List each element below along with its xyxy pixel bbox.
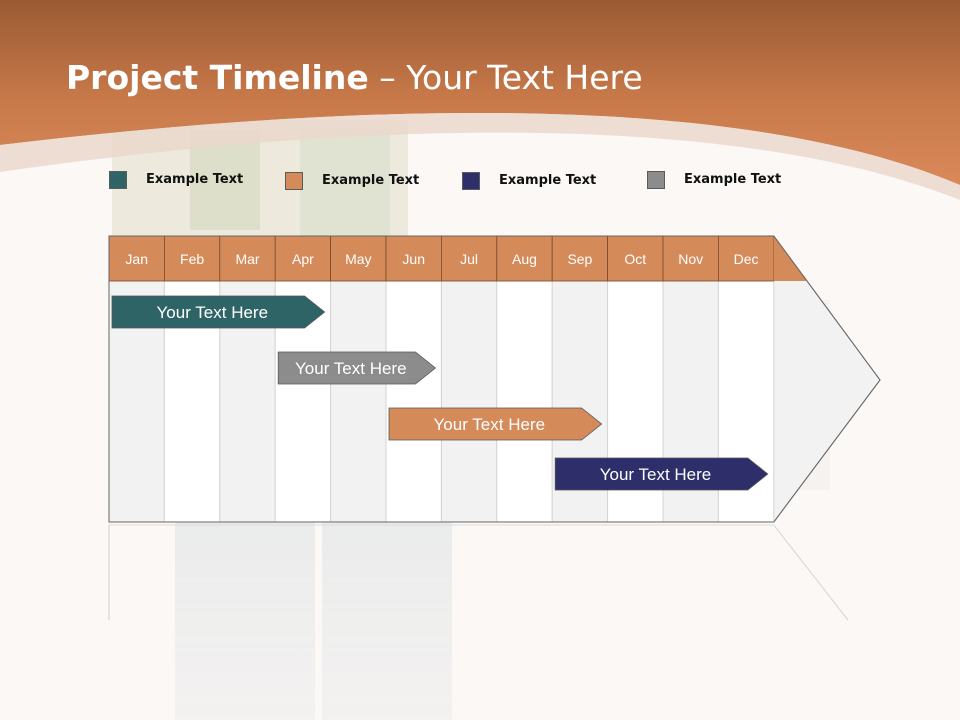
month-header-cell <box>108 235 165 282</box>
month-header-cell <box>219 235 276 282</box>
task-arrow <box>388 407 603 441</box>
month-label: Sep <box>567 251 592 267</box>
task-label: Your Text Here <box>295 359 407 378</box>
month-label: Jun <box>402 251 425 267</box>
legend-swatch <box>647 171 665 189</box>
timeline-outline <box>108 235 881 523</box>
header-swoosh <box>0 112 960 200</box>
month-column <box>496 280 553 523</box>
legend-label: Example Text <box>684 172 782 187</box>
month-header-cell <box>274 235 332 282</box>
month-header-cell <box>440 235 498 282</box>
page-title: Project Timeline – Your Text Here <box>66 58 643 97</box>
month-header-cell <box>163 235 221 282</box>
month-label: Jan <box>125 251 148 267</box>
title-rest: – Your Text Here <box>368 58 643 97</box>
month-column <box>330 280 387 523</box>
legend-swatch <box>462 172 480 190</box>
task-label: Your Text Here <box>434 415 546 434</box>
month-label: Apr <box>292 251 314 267</box>
task-label: Your Text Here <box>157 303 269 322</box>
month-label: May <box>345 251 371 267</box>
month-label: Aug <box>512 251 537 267</box>
month-header-cell <box>551 235 609 282</box>
task-arrow <box>111 295 326 329</box>
title-bold: Project Timeline <box>66 58 369 97</box>
month-header-cell <box>607 235 664 282</box>
month-header-cell <box>718 235 775 282</box>
month-header-cell <box>385 235 442 282</box>
month-header-cell <box>496 235 553 282</box>
month-label: Nov <box>678 251 703 267</box>
month-label: Feb <box>180 251 204 267</box>
month-label: Mar <box>235 251 259 267</box>
task-label: Your Text Here <box>600 465 712 484</box>
legend-label: Example Text <box>146 172 244 187</box>
month-header-cell <box>662 235 719 282</box>
legend-swatch <box>109 171 127 189</box>
task-arrow <box>554 457 769 491</box>
reflection-line-diagonal <box>773 524 849 621</box>
task-arrow <box>277 351 437 385</box>
legend-label: Example Text <box>499 173 597 188</box>
month-label: Jul <box>460 251 478 267</box>
header-band <box>0 0 960 185</box>
legend-swatch <box>285 172 303 190</box>
month-label: Dec <box>734 251 759 267</box>
month-label: Oct <box>624 251 646 267</box>
month-column <box>385 280 442 523</box>
legend-label: Example Text <box>322 173 420 188</box>
month-column <box>440 280 498 523</box>
